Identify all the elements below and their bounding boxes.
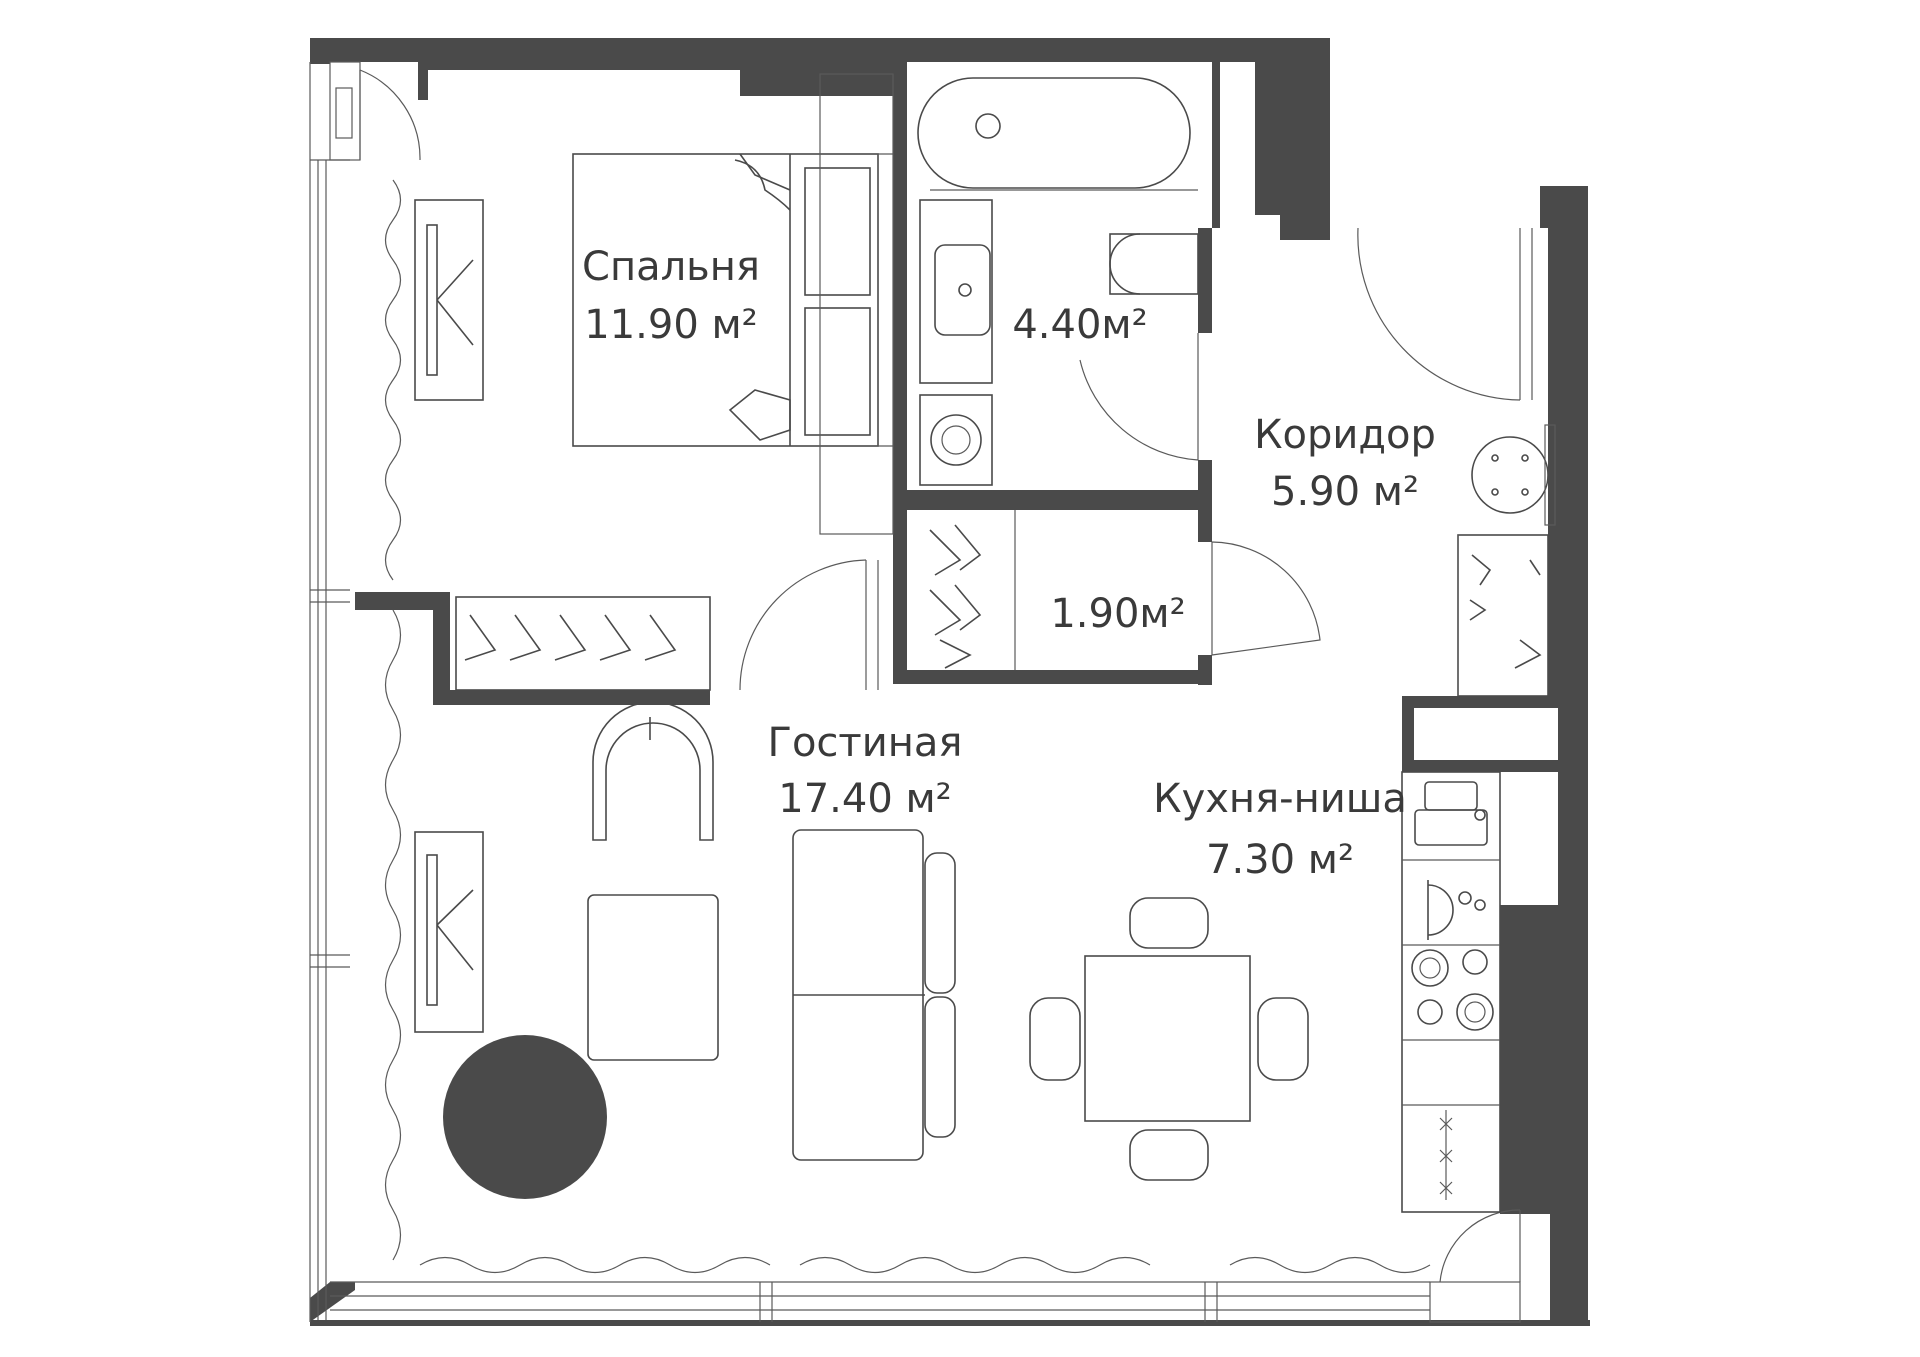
room-area-living: 17.40 м²	[778, 776, 951, 822]
wall-kitchen-block	[1402, 696, 1570, 772]
kitchen-sink	[1424, 781, 1478, 811]
room-name-corridor: Коридор	[1254, 412, 1436, 458]
room-name-living: Гостиная	[768, 720, 963, 766]
wall-closet-right	[1198, 510, 1212, 542]
wall-bedroom-bottom	[355, 592, 710, 705]
wall-bottom-right	[1550, 1214, 1588, 1326]
entrance-door	[1357, 227, 1521, 401]
bedroom-wardrobe	[819, 73, 894, 535]
wall-right-lower	[1500, 905, 1588, 1214]
wall-bath-left	[893, 62, 907, 684]
bedroom-furniture	[414, 73, 894, 691]
curtain-bedroom	[384, 179, 402, 581]
dishwasher	[1427, 884, 1454, 936]
armchair	[592, 701, 714, 841]
wall-bath-right	[1198, 228, 1212, 333]
wall-top-left-cap	[310, 38, 330, 64]
bed	[572, 153, 879, 447]
hallway-wardrobe	[455, 596, 711, 691]
living-desk	[414, 831, 484, 1033]
corridor-fixtures	[1357, 227, 1556, 697]
wardrobe-hangers	[455, 596, 711, 691]
room-name-kitchen: Кухня-ниша	[1153, 776, 1407, 822]
round-table-corridor	[1471, 436, 1549, 514]
kitchen-fixtures	[1029, 771, 1501, 1213]
wall-closet-bottom	[893, 670, 1212, 684]
washing-machine	[919, 394, 993, 486]
bedroom-desk	[414, 199, 484, 401]
sink	[919, 199, 993, 384]
closet-fixtures	[929, 510, 1321, 670]
room-area-bedroom: 11.90 м²	[584, 302, 757, 348]
kitchen-counter	[1401, 771, 1501, 1213]
curtain-bottom-1	[419, 1256, 771, 1274]
stove	[1411, 949, 1494, 1031]
curtain-bottom-2	[799, 1256, 1151, 1274]
shoe-rack	[1457, 534, 1549, 697]
toilet	[1109, 233, 1199, 295]
ottoman	[587, 894, 719, 1061]
living-furniture	[414, 701, 956, 1199]
room-name-bedroom: Спальня	[582, 244, 760, 290]
fridge	[1439, 1110, 1453, 1200]
walls	[310, 38, 1590, 1326]
curtain-living	[384, 609, 402, 1261]
windows	[309, 61, 1521, 1323]
wall-bottom-left	[310, 1282, 355, 1322]
wall-wardrobe-edge	[433, 592, 450, 705]
pillow-1	[804, 167, 871, 296]
wall-bath-bottom	[893, 490, 1212, 510]
dining-set	[1029, 897, 1309, 1181]
room-labels: Спальня 11.90 м² 4.40м² Коридор 5.90 м² …	[582, 244, 1436, 883]
sofa	[792, 829, 956, 1161]
bathtub	[917, 77, 1191, 189]
bathroom-fixtures	[917, 77, 1199, 486]
curtains	[384, 179, 1431, 1274]
room-area-closet: 1.90м²	[1050, 591, 1185, 637]
wall-bottom	[310, 1320, 1590, 1326]
room-area-kitchen: 7.30 м²	[1206, 837, 1354, 883]
round-rug	[443, 1035, 607, 1199]
room-area-corridor: 5.90 м²	[1271, 469, 1419, 515]
curtain-bottom-3	[1229, 1256, 1431, 1274]
pillow-2	[804, 307, 871, 436]
room-area-bathroom: 4.40м²	[1012, 302, 1147, 348]
